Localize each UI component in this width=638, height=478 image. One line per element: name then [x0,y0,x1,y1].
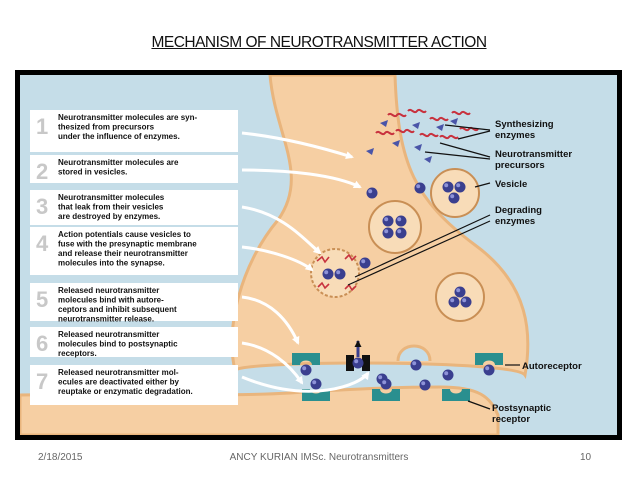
label-line: Synthesizing [495,119,554,130]
step-text-line: molecules bind with autore- [58,296,164,305]
autoreceptor-group [292,353,503,376]
degrading-enzymes-marks [316,253,357,292]
step-text-line: ecules are deactivated either by [58,378,180,387]
step-box [30,155,238,183]
step-text-line: Neurotransmitter molecules [58,193,165,202]
footer-date: 2/18/2015 [38,452,83,463]
step-text-line: ceptors and inhibit subsequent [58,305,177,314]
step-text-line: molecules into the synapse. [58,259,165,268]
step-text-line: stored in vesicles. [58,168,127,177]
step-text-line: Released neurotransmitter [58,330,159,339]
step-number: 3 [36,194,48,219]
step-box [30,110,238,152]
autoreceptor [475,353,503,365]
enzyme [429,116,449,122]
step-text-line: Neurotransmitter molecules are [58,158,179,167]
enzyme [451,110,471,116]
step-1: 1 Neurotransmitter molecules are syn-thes… [30,110,238,152]
precursor [424,156,432,163]
slide-title: MECHANISM OF NEUROTRANSMITTER ACTION [151,34,487,51]
label-line: receptor [492,414,530,425]
precursor [414,144,422,151]
step-text-line: Released neurotransmitter [58,286,159,295]
postsynaptic-receptor-group [302,378,470,401]
step-text-line: fuse with the presynaptic membrane [58,240,197,249]
step-text-line: that leak from their vesicles [58,203,164,212]
neurotransmitter-diagram: 1 Neurotransmitter molecules are syn-thes… [20,75,617,435]
steps-layer: 1 Neurotransmitter molecules are syn-thes… [30,110,238,405]
step-text-line: under the influence of enzymes. [58,132,180,141]
label-autoreceptor: Autoreceptor [522,361,582,372]
step-number: 4 [36,231,49,256]
step-text-line: Released neurotransmitter mol- [58,368,179,377]
postsynaptic-receptor [442,389,470,401]
step-box [30,365,238,405]
label-line: Autoreceptor [522,361,582,372]
labels-layer: SynthesizingenzymesNeurotransmitterprecu… [492,119,582,425]
step-box [30,227,238,275]
step-text-line: Neurotransmitter molecules are syn- [58,113,197,122]
precursor [450,118,458,125]
step-text-line: molecules bind to postsynaptic [58,340,178,349]
enzyme [387,112,407,118]
precursor [412,122,420,129]
leader-lines [347,124,520,410]
step-box [30,190,238,225]
step-box [30,283,238,321]
step-number: 7 [36,369,48,394]
postsynaptic-receptor [372,389,400,401]
step-text-line: receptors. [58,349,97,358]
step-text-line: Action potentials cause vesicles to [58,230,191,239]
step-text-line: reuptake or enzymatic degradation. [58,387,193,396]
autoreceptor [292,353,320,365]
footer-page-number: 10 [580,452,592,463]
vesicle [368,200,422,254]
precursor [380,120,388,127]
enzyme [439,134,459,140]
step-number: 6 [36,331,48,356]
step-number: 2 [36,159,48,184]
step-text-line: and release their neurotransmitter [58,249,188,258]
step-arrows [241,131,370,393]
step-4: 4 Action potentials cause vesicles tofuse… [30,227,238,275]
precursor [392,140,400,147]
enzyme [407,108,427,114]
step-text-line: are destroyed by enzymes. [58,212,160,221]
release-pocket [396,344,432,362]
label-line: Neurotransmitter [495,149,572,160]
enzyme [419,132,439,138]
enzyme [375,130,395,136]
label-line: Postsynaptic [492,403,551,414]
step-text-line: neurotransmitter release. [58,315,154,324]
enzyme [395,128,415,134]
label-line: Vesicle [495,179,527,190]
label-line: precursors [495,160,545,171]
footer-author: ANCY KURIAN IMSc. Neurotransmitters [229,452,409,463]
enzyme [459,126,479,132]
step-number: 1 [36,114,48,139]
precursor [366,148,374,155]
label-vesicle: Vesicle [495,179,527,190]
label-line: enzymes [495,216,535,227]
step-number: 5 [36,287,48,312]
step-box [30,327,238,357]
label-line: Degrading [495,205,542,216]
label-line: enzymes [495,130,535,141]
step-text-line: thesized from precursors [58,123,155,132]
precursor [436,124,444,131]
step-7: 7 Released neurotransmitter mol-ecules ar… [30,365,238,405]
synthesizing-enzymes [366,108,479,163]
reuptake-transporter [346,340,370,371]
